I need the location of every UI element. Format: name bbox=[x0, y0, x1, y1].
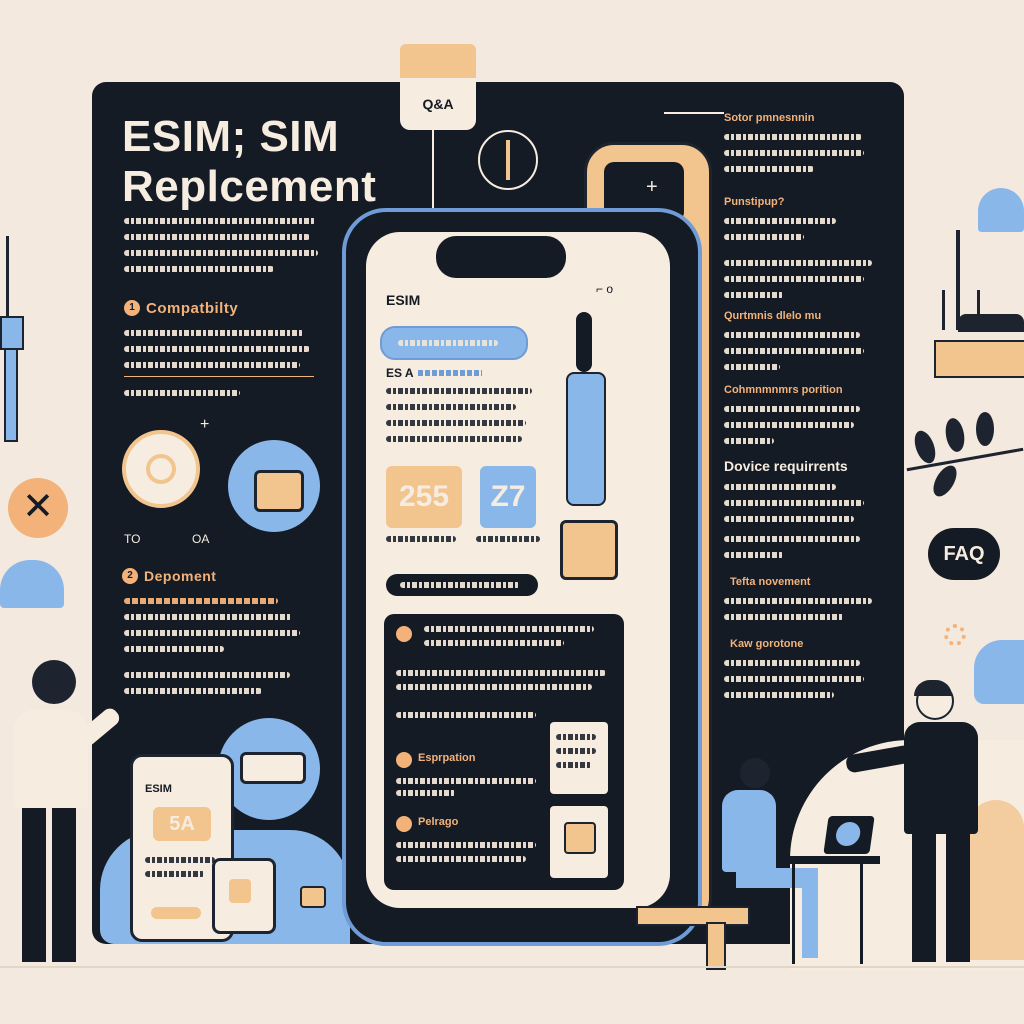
phone-sub-label: ES A bbox=[386, 366, 414, 380]
section-number: 2 bbox=[122, 568, 138, 584]
connector-line bbox=[664, 112, 724, 114]
leaf-decoration bbox=[906, 410, 1024, 501]
sparkle-icon: + bbox=[200, 416, 210, 433]
phone-sub-link bbox=[418, 370, 482, 376]
close-icon[interactable]: ✕ bbox=[8, 478, 68, 538]
sim-chip-icon bbox=[560, 520, 618, 580]
phone-title: ESIM bbox=[386, 292, 421, 308]
stat-caption bbox=[476, 536, 540, 542]
right-palace-illustration bbox=[934, 230, 1024, 378]
stat-caption bbox=[386, 536, 456, 542]
faq-item-heading: Tefta novement bbox=[730, 576, 811, 588]
detail-heading-1: Esprpation bbox=[418, 752, 476, 764]
qa-tag: Q&A bbox=[400, 44, 476, 130]
small-phone: ESIM 5A bbox=[130, 754, 234, 942]
sim-adapter-icon bbox=[218, 718, 320, 820]
stat-card-blue: Z7 bbox=[480, 466, 536, 528]
seated-person-illustration bbox=[712, 758, 832, 968]
phone-body-text bbox=[386, 388, 536, 442]
sparkle-icon: + bbox=[646, 176, 658, 198]
faq-item-text bbox=[724, 598, 874, 620]
usb-stick-illustration bbox=[558, 312, 612, 506]
faq-item-text bbox=[724, 484, 874, 558]
sim-card-icon bbox=[212, 858, 276, 934]
left-tower-illustration bbox=[0, 236, 24, 446]
page-title-line1: ESIM; SIM bbox=[122, 112, 340, 161]
sim-chip-icon bbox=[122, 430, 200, 508]
section-number: 1 bbox=[124, 300, 140, 316]
faq-item-text bbox=[724, 332, 874, 370]
phone-search-pill[interactable] bbox=[380, 326, 528, 360]
sim-card-icon bbox=[228, 440, 320, 532]
oa-label: OA bbox=[192, 532, 210, 546]
cloud-decoration bbox=[978, 188, 1024, 232]
section-heading-deployment: Depoment bbox=[144, 568, 217, 584]
faq-item-heading: Sotor pmnesnnin bbox=[724, 112, 815, 124]
small-phone-card: 5A bbox=[153, 807, 211, 841]
stat-card-orange: 255 bbox=[386, 466, 462, 528]
info-icon bbox=[478, 130, 538, 190]
sim-chip-icon bbox=[300, 886, 326, 908]
small-phone-title: ESIM bbox=[145, 783, 172, 795]
faq-item-text bbox=[724, 406, 874, 444]
faq-item-heading: Punstipup? bbox=[724, 196, 785, 208]
faq-item-text bbox=[724, 660, 874, 698]
deployment-text bbox=[124, 598, 314, 652]
device-requirements-heading: Dovice requirrents bbox=[724, 458, 848, 474]
gear-icon bbox=[944, 624, 966, 646]
faq-item-text bbox=[724, 134, 874, 172]
page-title-line2: Replcement bbox=[122, 162, 377, 211]
faq-item-heading: Qurtmnis dlelo mu bbox=[724, 310, 822, 322]
phone-action-button[interactable] bbox=[386, 574, 538, 596]
compatibility-text bbox=[124, 330, 324, 396]
faq-item-text bbox=[724, 218, 874, 298]
phone-detail-card: Esprpation Pelrago bbox=[384, 614, 624, 890]
intro-text bbox=[124, 218, 324, 272]
phone-notch bbox=[436, 236, 566, 278]
connector-line bbox=[432, 130, 434, 218]
section-heading-compatibility: Compatbilty bbox=[146, 300, 239, 317]
desk-illustration bbox=[780, 856, 880, 966]
phone-status-icon: ⌐ o bbox=[596, 282, 614, 296]
deployment-note bbox=[124, 672, 314, 694]
bench-illustration bbox=[636, 906, 750, 970]
standing-person-illustration bbox=[844, 680, 978, 968]
ground-line bbox=[0, 966, 1024, 968]
detail-heading-2: Pelrago bbox=[418, 816, 459, 828]
to-label: TO bbox=[124, 532, 141, 546]
qa-tag-label: Q&A bbox=[400, 78, 476, 130]
faq-bubble[interactable]: FAQ bbox=[928, 528, 1000, 580]
faq-item-heading: Kaw gorotone bbox=[730, 638, 804, 650]
faq-item-heading: Cohmnmnmrs porition bbox=[724, 384, 843, 396]
cloud-decoration bbox=[974, 640, 1024, 704]
cloud-decoration bbox=[0, 560, 64, 608]
person-illustration bbox=[10, 660, 130, 970]
